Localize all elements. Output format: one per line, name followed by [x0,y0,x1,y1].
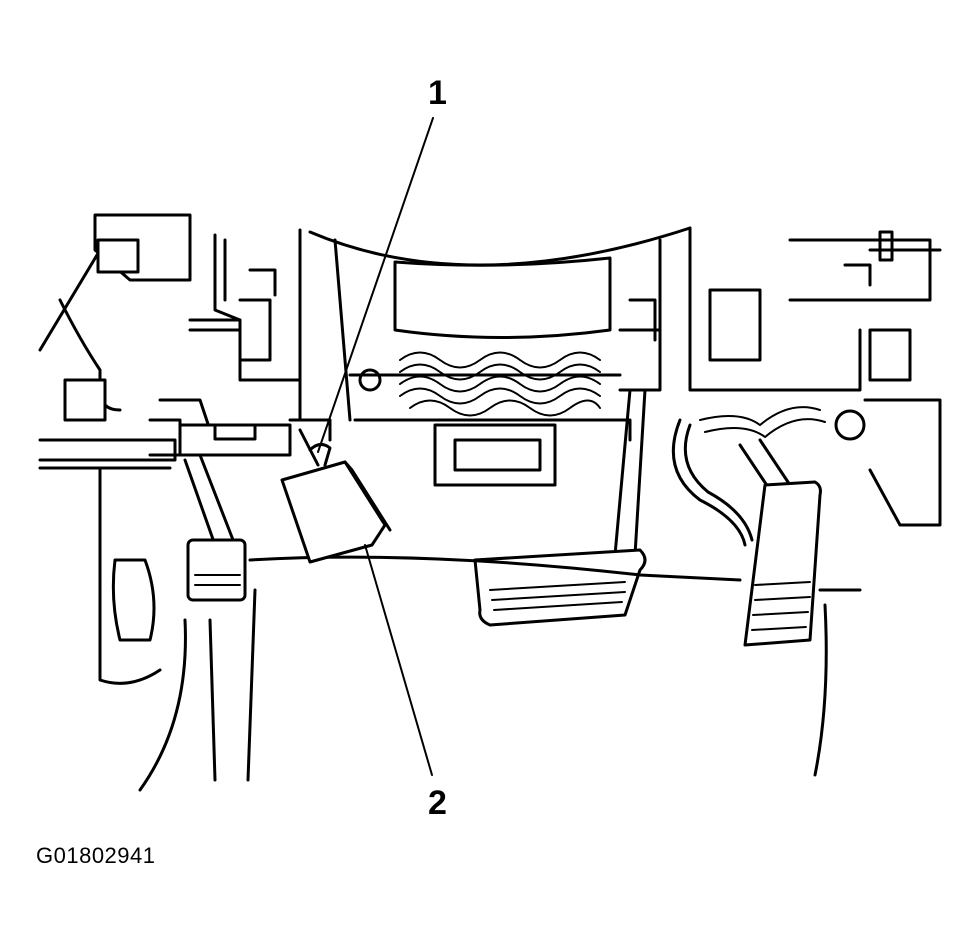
center-bracket [178,368,632,487]
relay-module [280,428,392,564]
brake-pedal [473,388,647,627]
left-bracket-wiring [38,213,302,685]
wiring-harness [399,351,601,417]
leader-line-2 [364,544,433,776]
leader-lines [317,117,434,776]
accelerator-pedal [738,438,828,777]
left-pedal [138,453,257,792]
callout-label-1: 1 [428,74,447,112]
callout-label-2: 2 [428,784,447,822]
figure-id-label: G01802941 [36,843,156,868]
right-bracket-wiring [618,228,942,547]
leader-line-1 [317,117,434,453]
floor-panel [248,555,862,592]
